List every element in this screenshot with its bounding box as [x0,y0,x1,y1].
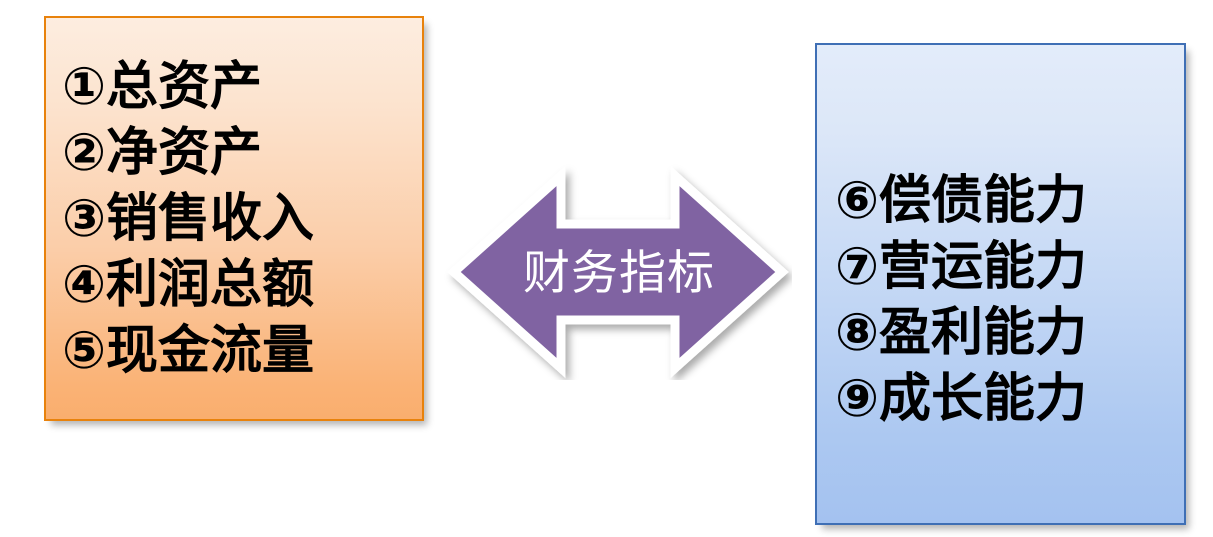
list-item: ⑦营运能力 [835,238,1088,296]
left-right-arrow-icon [447,165,789,379]
list-item: ①总资产 [62,58,263,116]
list-item: ③销售收入 [62,190,315,248]
list-item: ④利润总额 [62,256,315,314]
right-panel-item-list: ⑥偿债能力 ⑦营运能力 ⑧盈利能力 ⑨成长能力 [835,168,1176,432]
double-headed-arrow: 财务指标 [444,164,792,380]
list-item: ⑧盈利能力 [835,304,1088,362]
list-item: ⑥偿债能力 [835,172,1088,230]
financial-items-panel-left: ①总资产 ②净资产 ③销售收入 ④利润总额 ⑤现金流量 [44,16,424,421]
arrow-label: 财务指标 [523,245,715,299]
list-item: ⑨成长能力 [835,370,1088,428]
list-item: ②净资产 [62,124,263,182]
left-panel-item-list: ①总资产 ②净资产 ③销售收入 ④利润总额 ⑤现金流量 [62,54,414,384]
financial-items-panel-right: ⑥偿债能力 ⑦营运能力 ⑧盈利能力 ⑨成长能力 [815,43,1186,525]
list-item: ⑤现金流量 [62,322,315,380]
